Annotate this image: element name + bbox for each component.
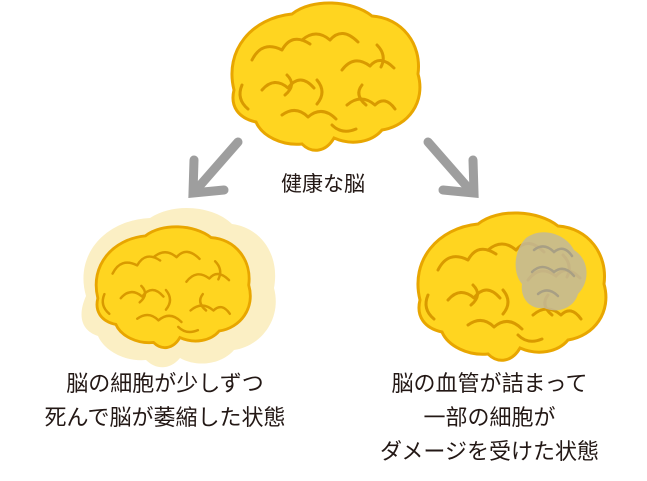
caption-atrophy-line-2: 死んで脳が萎縮した状態: [44, 406, 286, 431]
caption-vascular-line-2: 一部の細胞が: [423, 406, 556, 431]
arrow-down-left-icon: [188, 137, 243, 198]
caption-vascular-line-3: ダメージを受けた状態: [380, 440, 599, 465]
damaged-brain-icon: [416, 211, 608, 362]
caption-atrophy-line-1: 脳の細胞が少しずつ: [66, 372, 264, 397]
atrophied-brain-icon: [81, 207, 276, 368]
caption-healthy-brain: 健康な脳: [281, 172, 365, 196]
healthy-brain-icon: [230, 1, 422, 152]
caption-atrophy: 脳の細胞が少しずつ 死んで脳が萎縮した状態: [0, 368, 330, 436]
caption-vascular: 脳の血管が詰まって 一部の細胞が ダメージを受けた状態: [332, 368, 647, 470]
arrow-down-right-icon: [423, 137, 479, 198]
caption-vascular-line-1: 脳の血管が詰まって: [391, 372, 588, 397]
